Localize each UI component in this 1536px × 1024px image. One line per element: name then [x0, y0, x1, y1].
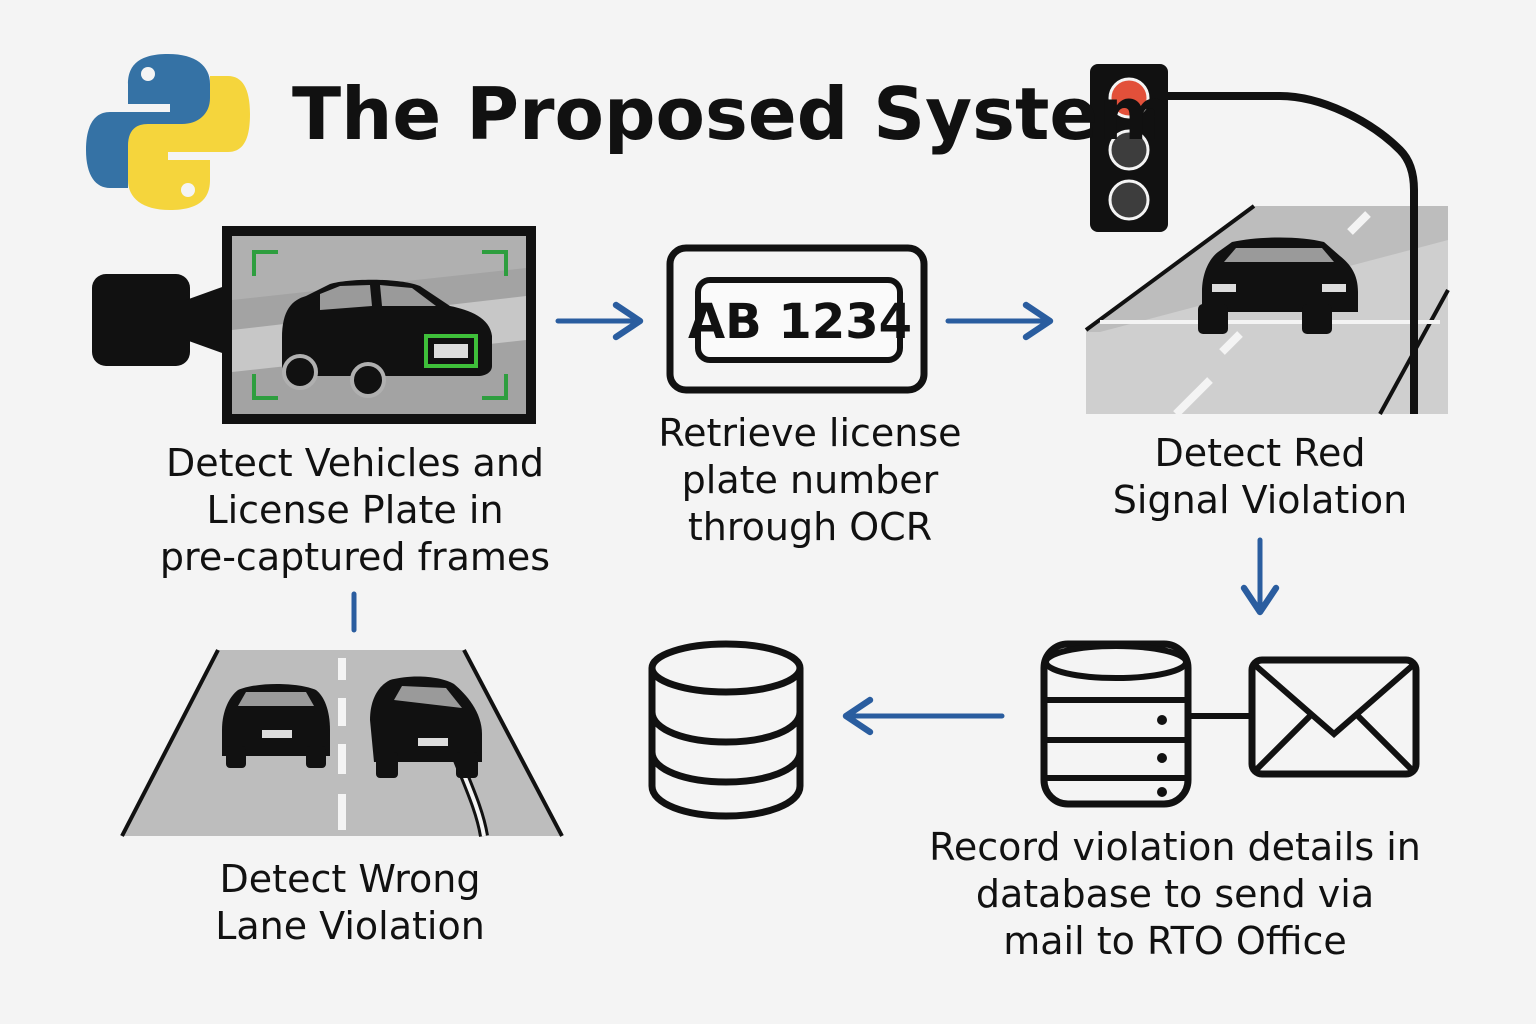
- caption-line: Detect Vehicles and: [165, 441, 545, 485]
- plate-number-text: AB 1234: [688, 294, 912, 350]
- database-icon: [648, 640, 804, 820]
- python-logo-icon: [86, 54, 250, 210]
- camera-icon: [92, 226, 536, 424]
- caption-wrong-lane: Detect Wrong Lane Violation: [190, 856, 510, 950]
- caption-line: plate number: [681, 458, 939, 502]
- caption-line: Lane Violation: [215, 904, 485, 948]
- caption-line: through OCR: [687, 505, 933, 549]
- server-database-icon: [1040, 640, 1192, 808]
- caption-retrieve-plate: Retrieve license plate number through OC…: [640, 410, 980, 551]
- caption-line: Detect Red: [1154, 431, 1366, 475]
- caption-detect-vehicles: Detect Vehicles and License Plate in pre…: [150, 440, 560, 581]
- caption-line: Detect Wrong: [219, 857, 481, 901]
- caption-red-signal: Detect Red Signal Violation: [1090, 430, 1430, 524]
- caption-line: pre-captured frames: [159, 535, 551, 579]
- caption-line: mail to RTO Office: [1003, 919, 1347, 963]
- caption-line: License Plate in: [206, 488, 504, 532]
- caption-line: Retrieve license: [658, 411, 962, 455]
- page-title: The Proposed System: [292, 72, 1174, 156]
- caption-record-violation: Record violation details in database to …: [925, 824, 1425, 965]
- caption-line: Record violation details in: [929, 825, 1421, 869]
- caption-line: database to send via: [975, 872, 1375, 916]
- license-plate-icon: [666, 244, 928, 394]
- traffic-light-icon: [1084, 64, 1450, 417]
- caption-line: Signal Violation: [1112, 478, 1408, 522]
- road-lanes-icon: [120, 649, 564, 837]
- mail-icon: [1248, 656, 1420, 778]
